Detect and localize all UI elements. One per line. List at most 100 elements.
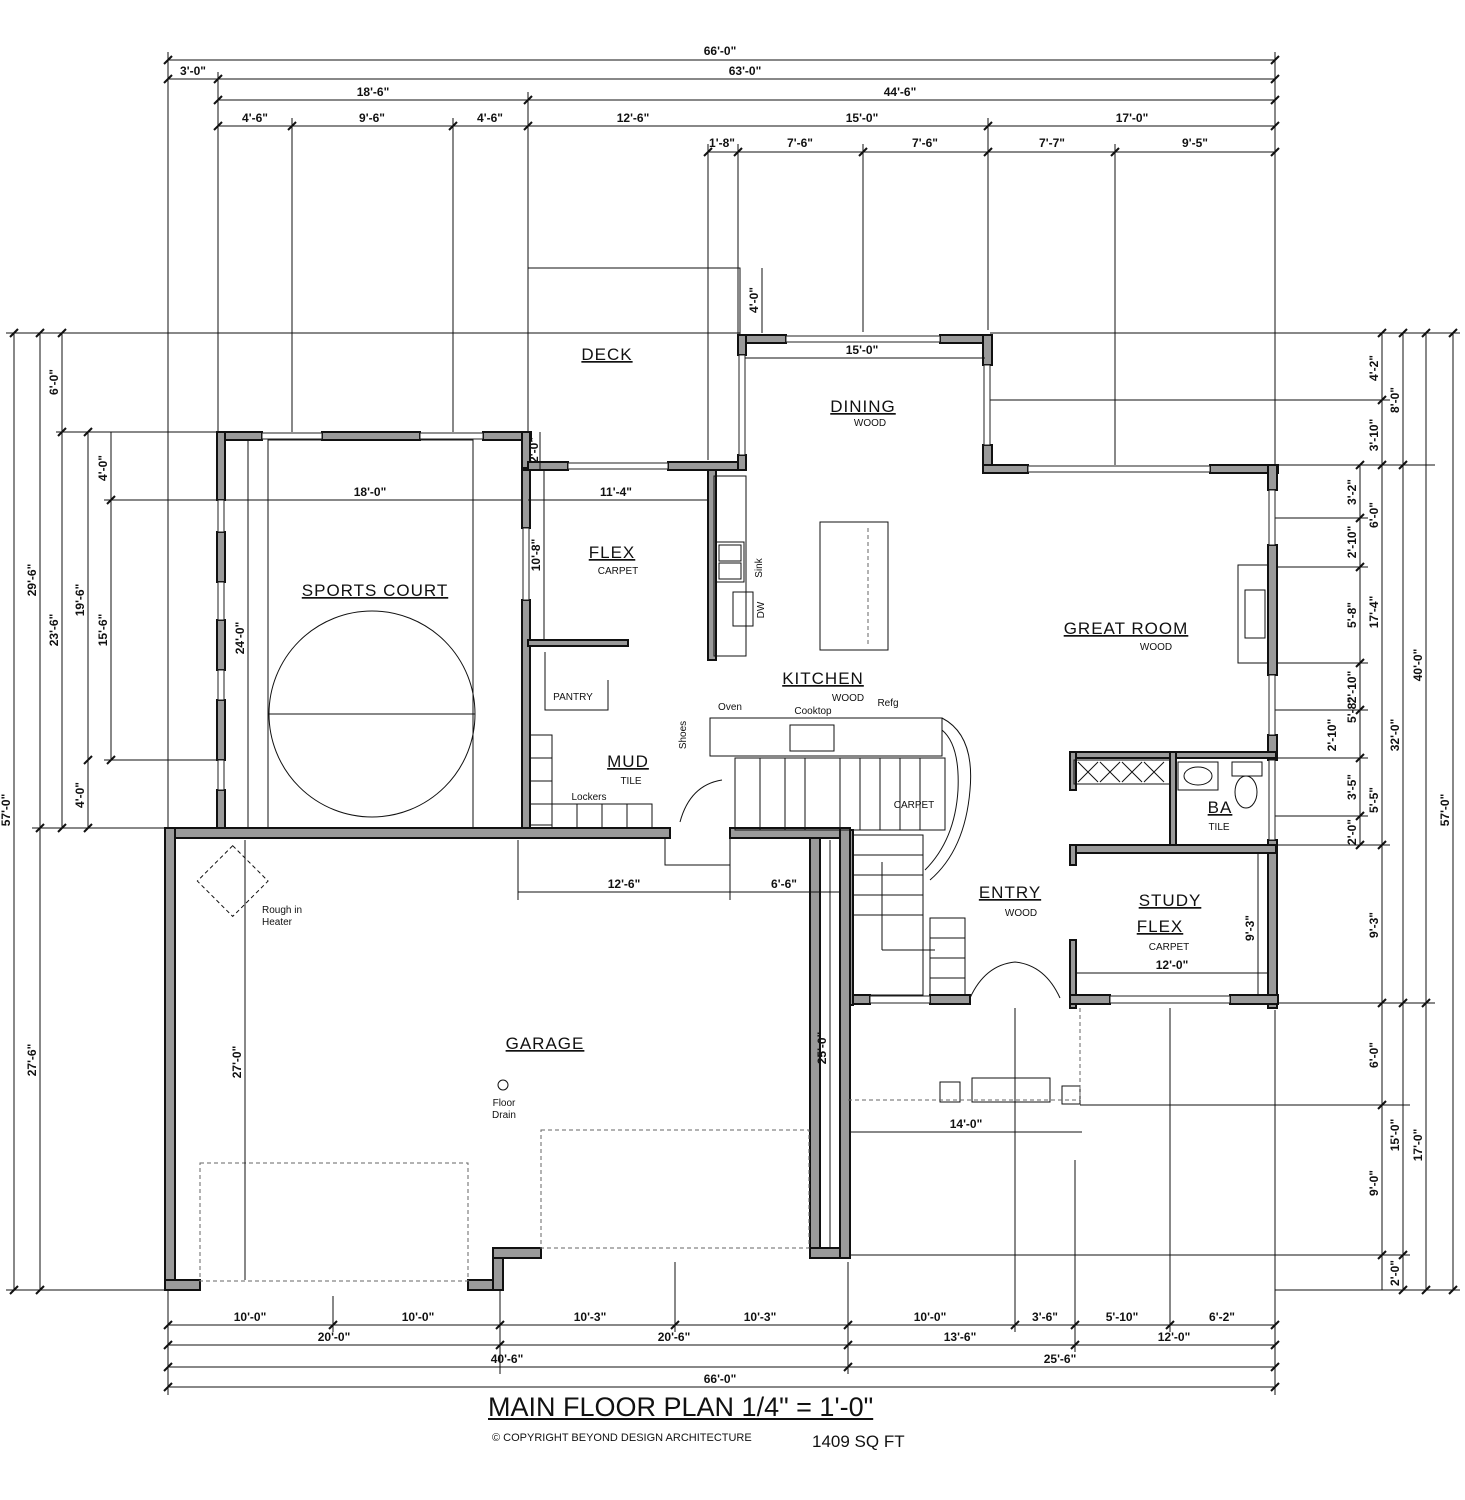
right-dimensions: 57'-0" 40'-0" 17'-0" 8'-0" 32'-0" 15'-0"… <box>850 328 1460 1295</box>
fixture-labels: Sink DW Oven Cooktop Refg Shoes Lockers … <box>262 557 899 1121</box>
left-dimensions: 57'-0" 29'-6" 27'-6" 6'-0" 23'-6" 19'-6"… <box>0 328 740 1295</box>
room-labels: DECK DINING WOOD FLEX CARPET SPORTS COUR… <box>302 345 1233 1053</box>
dim-right-17-4: 17'-4" <box>1367 596 1381 629</box>
room-study-floor: CARPET <box>1149 942 1190 953</box>
room-kitchen: KITCHEN <box>782 669 864 688</box>
room-pantry: PANTRY <box>553 692 593 703</box>
dim-bot-10-3-a: 10'-3" <box>574 1310 607 1324</box>
dim-int-15: 15'-0" <box>846 343 879 357</box>
dim-int-27: 27'-0" <box>230 1046 244 1079</box>
label-heater-2: Heater <box>262 917 293 928</box>
room-entry-floor: WOOD <box>1005 908 1037 919</box>
dim-top-7-6-a: 7'-6" <box>787 136 813 150</box>
dim-top-12-6: 12'-6" <box>617 111 650 125</box>
dim-bot-40-6: 40'-6" <box>491 1352 524 1366</box>
dim-bot-10-b: 10'-0" <box>402 1310 435 1324</box>
dim-int-24: 24'-0" <box>233 622 247 655</box>
room-flex: FLEX <box>589 543 636 562</box>
dim-right-40: 40'-0" <box>1411 649 1425 682</box>
room-mud: MUD <box>607 752 649 771</box>
dim-right-2-10-b: 2'-10" <box>1345 671 1359 704</box>
dim-right-3-2: 3'-2" <box>1345 479 1359 505</box>
dim-left-23-6: 23'-6" <box>47 614 61 647</box>
square-footage: 1409 SQ FT <box>812 1432 905 1451</box>
dim-top-3: 3'-0" <box>180 64 206 78</box>
room-kitchen-floor: WOOD <box>832 693 864 704</box>
dim-right-4-2: 4'-2" <box>1367 355 1381 381</box>
label-refg: Refg <box>877 698 898 709</box>
dim-left-6: 6'-0" <box>47 369 61 395</box>
dim-left-4-b: 4'-0" <box>73 782 87 808</box>
room-dining: DINING <box>830 397 896 416</box>
dim-int-14: 14'-0" <box>950 1117 983 1131</box>
dim-int-2: 2'-0" <box>527 437 541 463</box>
room-bath: BA <box>1208 798 1233 817</box>
dim-top-4-6-a: 4'-6" <box>242 111 268 125</box>
dim-right-8: 8'-0" <box>1388 387 1402 413</box>
dim-right-2-a: 2'-0" <box>1388 1260 1402 1286</box>
dim-left-15-6: 15'-6" <box>96 614 110 647</box>
dim-left-27-6: 27'-6" <box>25 1044 39 1077</box>
openings-and-fixtures <box>196 335 1276 1282</box>
dim-top-7-6-b: 7'-6" <box>912 136 938 150</box>
plan-title: MAIN FLOOR PLAN 1/4" = 1'-0" <box>488 1392 874 1422</box>
room-great-room-floor: WOOD <box>1140 642 1172 653</box>
dim-int-12-6: 12'-6" <box>608 877 641 891</box>
dim-int-18: 18'-0" <box>354 485 387 499</box>
dim-int-12: 12'-0" <box>1156 958 1189 972</box>
stair-carpet-label: CARPET <box>894 800 935 811</box>
dim-top-1-8: 1'-8" <box>709 136 735 150</box>
dim-left-4-a: 4'-0" <box>96 455 110 481</box>
dim-top-18-6: 18'-6" <box>357 85 390 99</box>
dim-right-2-10-c: 2'-10" <box>1325 719 1339 752</box>
dim-int-6-6: 6'-6" <box>771 877 797 891</box>
label-heater-1: Rough in <box>262 905 302 916</box>
copyright-note: © COPYRIGHT BEYOND DESIGN ARCHITECTURE <box>492 1432 752 1444</box>
dim-top-9-5: 9'-5" <box>1182 136 1208 150</box>
dim-right-2-10-a: 2'-10" <box>1345 526 1359 559</box>
room-sports-court: SPORTS COURT <box>302 581 448 600</box>
dim-top-7-7: 7'-7" <box>1039 136 1065 150</box>
dim-right-6-b: 6'-0" <box>1367 1042 1381 1068</box>
dim-left-29-6: 29'-6" <box>25 564 39 597</box>
room-bath-floor: TILE <box>1208 822 1229 833</box>
dim-right-3-10: 3'-10" <box>1367 419 1381 452</box>
dim-bot-66: 66'-0" <box>704 1372 737 1386</box>
dim-int-4: 4'-0" <box>747 287 761 313</box>
dim-top-15: 15'-0" <box>846 111 879 125</box>
dim-bot-20: 20'-0" <box>318 1330 351 1344</box>
dim-right-5-5: 5'-5" <box>1367 787 1381 813</box>
dim-int-25: 25'-0" <box>815 1032 829 1065</box>
label-shoes: Shoes <box>678 721 689 749</box>
dim-bot-25-6: 25'-6" <box>1044 1352 1077 1366</box>
dim-left-19-6: 19'-6" <box>73 584 87 617</box>
dim-right-17: 17'-0" <box>1411 1129 1425 1162</box>
dim-right-2-b: 2'-0" <box>1345 819 1359 845</box>
dim-top-44-6: 44'-6" <box>884 85 917 99</box>
dim-right-15: 15'-0" <box>1388 1119 1402 1152</box>
dim-left-57: 57'-0" <box>0 794 13 827</box>
dim-bot-12: 12'-0" <box>1158 1330 1191 1344</box>
room-dining-floor: WOOD <box>854 418 886 429</box>
label-sink: Sink <box>754 557 765 577</box>
dim-int-10-8: 10'-8" <box>529 539 543 572</box>
dim-top-63: 63'-0" <box>729 64 762 78</box>
dim-bot-3-6: 3'-6" <box>1032 1310 1058 1324</box>
dim-right-3-5: 3'-5" <box>1345 774 1359 800</box>
dim-bot-13-6: 13'-6" <box>944 1330 977 1344</box>
top-dimensions: 66'-0" 3'-0" 63'-0" 18'-6" 44'-6" 4'-6" … <box>163 44 1280 828</box>
dim-right-5-8-b: 5'-8" <box>1345 697 1359 723</box>
dim-top-overall: 66'-0" <box>704 44 737 58</box>
dim-right-9: 9'-0" <box>1367 1170 1381 1196</box>
label-drain-1: Floor <box>493 1098 516 1109</box>
room-study: STUDY <box>1139 891 1202 910</box>
dim-bot-10-a: 10'-0" <box>234 1310 267 1324</box>
label-cooktop: Cooktop <box>794 706 832 717</box>
interior-dimensions: 4'-0" 15'-0" 2'-0" 11'-4" 10'-8" 18'-0" … <box>225 268 1268 1280</box>
dim-right-6-a: 6'-0" <box>1367 502 1381 528</box>
title-block: MAIN FLOOR PLAN 1/4" = 1'-0" © COPYRIGHT… <box>0 1388 1465 1498</box>
room-garage: GARAGE <box>506 1034 585 1053</box>
room-deck: DECK <box>581 345 632 364</box>
bottom-dimensions: 10'-0" 10'-0" 10'-3" 10'-3" 10'-0" 3'-6"… <box>163 1008 1280 1395</box>
